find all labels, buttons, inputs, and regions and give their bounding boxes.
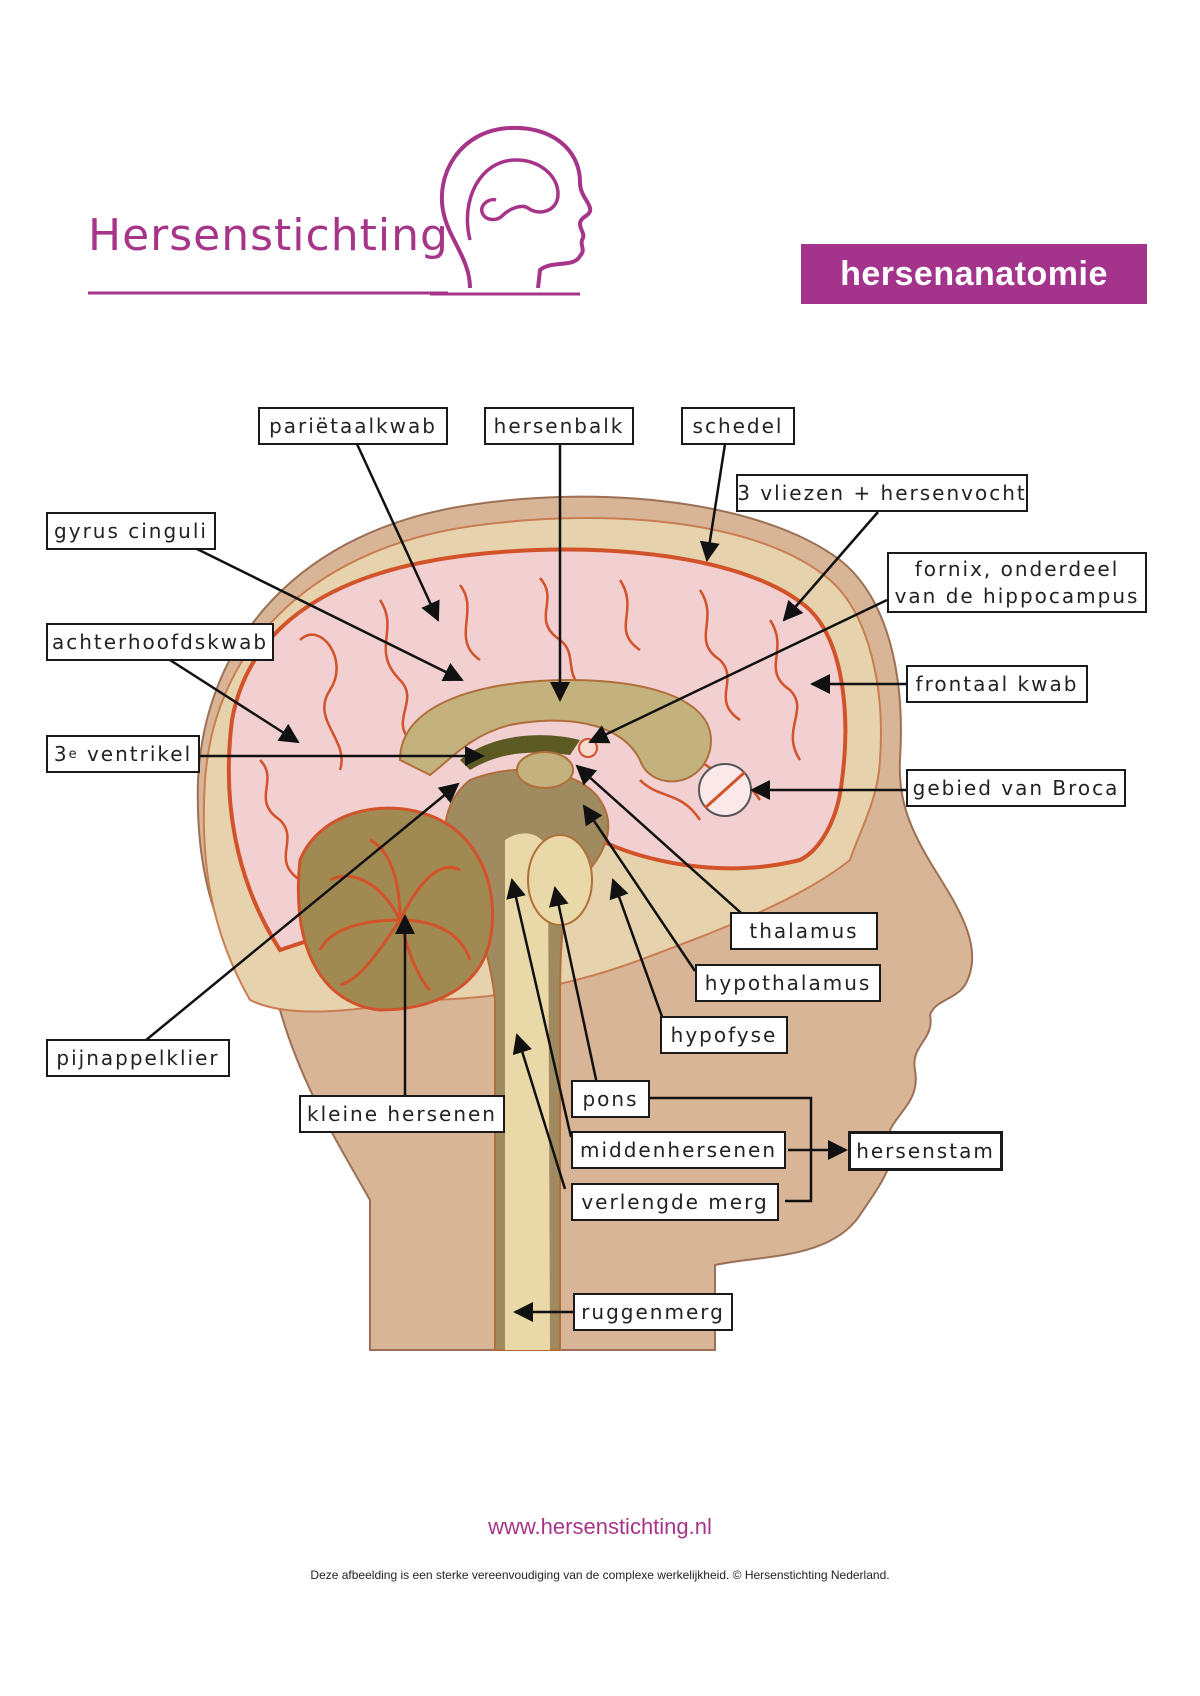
label-hersenstam: hersenstam bbox=[848, 1131, 1003, 1171]
footer-disclaimer: Deze afbeelding is een sterke vereenvoud… bbox=[0, 1568, 1200, 1582]
label-thalamus: thalamus bbox=[730, 912, 878, 950]
label-gyrus-cinguli: gyrus cinguli bbox=[46, 512, 216, 550]
label-ruggenmerg: ruggenmerg bbox=[573, 1293, 733, 1331]
label-gebied-van-broca: gebied van Broca bbox=[906, 769, 1126, 807]
label-hersenbalk: hersenbalk bbox=[484, 407, 634, 445]
label-parietaalkwab: pariëtaalkwab bbox=[258, 407, 448, 445]
ventrikel-superscript: e bbox=[69, 741, 79, 768]
label-hypothalamus: hypothalamus bbox=[695, 964, 881, 1002]
fornix-marker bbox=[579, 739, 597, 757]
label-fornix: fornix, onderdeel van de hippocampus bbox=[887, 552, 1147, 613]
footer-url: www.hersenstichting.nl bbox=[0, 1514, 1200, 1540]
thalamus-shape bbox=[517, 752, 573, 788]
label-pijnappelklier: pijnappelklier bbox=[46, 1039, 230, 1077]
ventrikel-number: 3 bbox=[54, 741, 69, 768]
label-middenhersenen: middenhersenen bbox=[571, 1131, 786, 1169]
label-kleine-hersenen: kleine hersenen bbox=[299, 1095, 505, 1133]
label-hypofyse: hypofyse bbox=[660, 1016, 788, 1054]
label-schedel: schedel bbox=[681, 407, 795, 445]
label-vliezen: 3 vliezen + hersenvocht bbox=[736, 474, 1028, 512]
label-achterhoofdskwab: achterhoofdskwab bbox=[46, 623, 274, 661]
label-verlengde-merg: verlengde merg bbox=[571, 1183, 779, 1221]
ventrikel-word: ventrikel bbox=[79, 741, 193, 768]
label-pons: pons bbox=[571, 1080, 650, 1118]
label-frontaal-kwab: frontaal kwab bbox=[906, 665, 1088, 703]
label-fornix-line1: fornix, onderdeel bbox=[915, 556, 1120, 583]
label-fornix-line2: van de hippocampus bbox=[895, 583, 1140, 610]
